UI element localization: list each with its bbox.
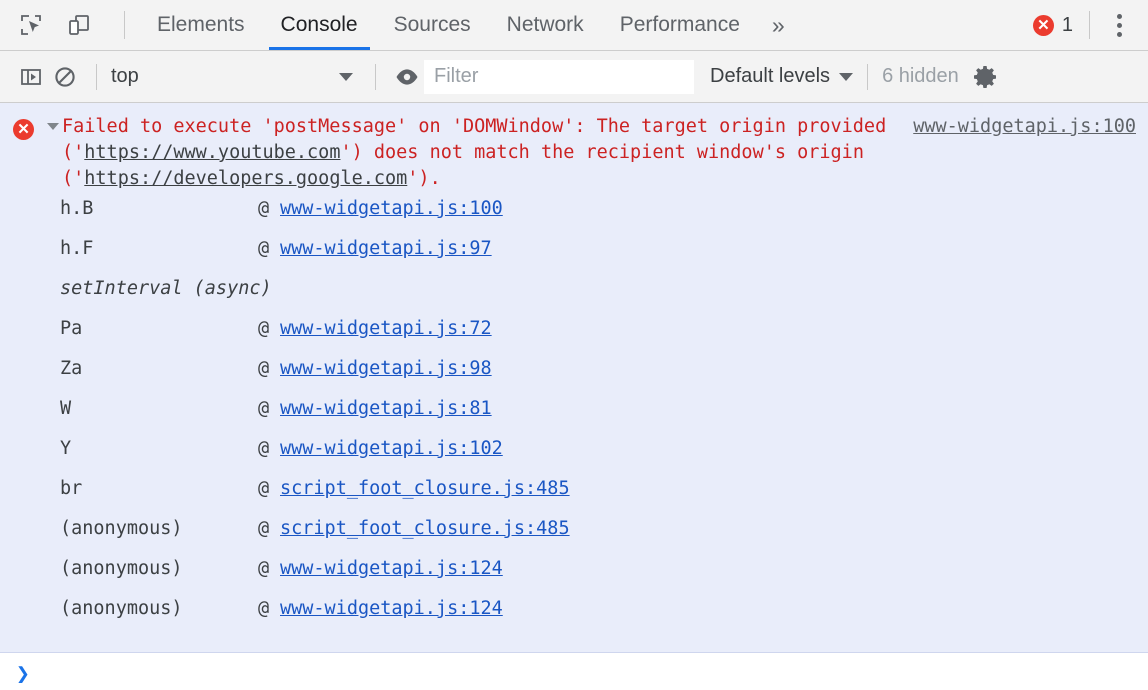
error-count-label: 1 [1061,13,1073,36]
stack-frame-function: W [60,398,72,419]
more-tabs-button[interactable]: » [758,0,799,50]
log-levels-label: Default levels [710,65,831,87]
console-toolbar: top Default levels 6 hidden [0,51,1148,103]
stack-frame-at-symbol: @ [258,478,270,499]
console-message-list[interactable]: ✕ www-widgetapi.js:100 Failed to execute… [0,103,1148,690]
console-error-message[interactable]: ✕ www-widgetapi.js:100 Failed to execute… [0,103,1148,653]
stack-frame-function: br [60,478,83,499]
stack-frame-source-link[interactable]: script_foot_closure.js:485 [280,478,570,499]
message-text-segment: ') does not match the recipient window's… [62,142,876,189]
more-vertical-icon[interactable] [1102,8,1136,42]
stack-frame: h.F @ www-widgetapi.js:97 [0,238,1148,278]
stack-frame: (anonymous) @ www-widgetapi.js:124 [0,558,1148,598]
chevron-down-icon [839,72,854,81]
devtools-tabbar: Elements Console Sources Network Perform… [0,0,1148,51]
stack-frame-at-symbol: @ [258,238,270,259]
stack-frame-source-link[interactable]: www-widgetapi.js:124 [280,558,503,579]
stack-frame-source-link[interactable]: www-widgetapi.js:100 [280,198,503,219]
stack-frame-source-link[interactable]: www-widgetapi.js:102 [280,438,503,459]
error-count-badge[interactable]: ✕ 1 [1032,13,1073,37]
tab-elements[interactable]: Elements [139,0,263,50]
expand-triangle-icon[interactable] [47,123,59,130]
tabbar-right-divider [1089,11,1090,39]
toolbar-divider-1 [96,63,97,90]
stack-frame-at-symbol: @ [258,358,270,379]
chevron-down-icon [339,72,353,81]
live-expression-eye-icon[interactable] [390,60,424,94]
toolbar-divider-3 [867,63,869,90]
stack-frame-source-link[interactable]: www-widgetapi.js:72 [280,318,492,339]
error-circle-icon: ✕ [13,119,34,140]
inline-url-link[interactable]: https://developers.google.com [84,168,408,189]
stack-frame: (anonymous) @ script_foot_closure.js:485 [0,518,1148,558]
log-levels-selector[interactable]: Default levels [710,65,854,88]
tab-performance-label: Performance [619,13,740,36]
tabbar-left-icons [0,0,139,50]
stack-frame-function: (anonymous) [60,598,183,619]
prompt-caret-icon: ❯ [16,660,30,687]
stack-frame-source-link[interactable]: www-widgetapi.js:81 [280,398,492,419]
stack-frame-function: h.F [60,238,94,259]
stack-frame: (anonymous) @ www-widgetapi.js:124 [0,598,1148,638]
stack-trace: h.B @ www-widgetapi.js:100 h.F @ www-widgetap… [0,198,1148,652]
console-prompt-row[interactable]: ❯ [0,653,1148,690]
message-text-segment: '). [407,168,441,189]
stack-frame-function: Za [60,358,83,379]
tabbar-right-group: ✕ 1 [1032,0,1148,50]
toolbar-divider-2 [375,63,376,90]
stack-frame: Pa @ www-widgetapi.js:72 [0,318,1148,358]
stack-frame-at-symbol: @ [258,318,270,339]
tab-console[interactable]: Console [263,0,376,50]
clear-console-icon[interactable] [48,60,82,94]
hidden-messages-count[interactable]: 6 hidden [882,65,959,87]
console-sidebar-icon[interactable] [14,60,48,94]
stack-frame-source-link[interactable]: script_foot_closure.js:485 [280,518,570,539]
stack-frame-function: (anonymous) [60,558,183,579]
stack-frame-at-symbol: @ [258,518,270,539]
tab-network[interactable]: Network [489,0,602,50]
stack-frame-function: Pa [60,318,83,339]
stack-frame-function: h.B [60,198,94,219]
tabbar-divider [124,11,125,39]
message-text-segment: Failed to execute 'postMessage' on 'DOMW… [62,116,898,163]
stack-frame-at-symbol: @ [258,598,270,619]
device-toolbar-icon[interactable] [62,8,96,42]
stack-frame: Y @ www-widgetapi.js:102 [0,438,1148,478]
gear-icon[interactable] [969,60,1003,94]
message-source-link[interactable]: www-widgetapi.js:100 [913,116,1136,137]
tab-elements-label: Elements [157,13,245,36]
stack-frame-at-symbol: @ [258,398,270,419]
stack-frame-function: (anonymous) [60,518,183,539]
stack-frame-source-link[interactable]: www-widgetapi.js:97 [280,238,492,259]
stack-frame: Za @ www-widgetapi.js:98 [0,358,1148,398]
tab-network-label: Network [506,13,584,36]
stack-frame-function: Y [60,438,72,459]
error-circle-icon: ✕ [1032,14,1054,36]
stack-frame-at-symbol: @ [258,438,270,459]
stack-frame-source-link[interactable]: www-widgetapi.js:98 [280,358,492,379]
stack-frame-source-link[interactable]: www-widgetapi.js:124 [280,598,503,619]
execution-context-selector[interactable]: top [111,65,361,88]
tab-console-label: Console [280,13,358,36]
tab-performance[interactable]: Performance [602,0,758,50]
stack-frame: setInterval (async) [0,278,1148,318]
stack-frame-at-symbol: @ [258,198,270,219]
filter-input[interactable] [424,59,694,94]
inspect-element-icon[interactable] [14,8,48,42]
tab-sources[interactable]: Sources [376,0,489,50]
stack-frame-at-symbol: @ [258,558,270,579]
panel-tabs: Elements Console Sources Network Perform… [139,0,799,50]
stack-frame-function: setInterval (async) [60,278,272,299]
tab-sources-label: Sources [393,13,471,36]
console-message-text: Failed to execute 'postMessage' on 'DOMW… [62,114,1136,192]
stack-frame: W @ www-widgetapi.js:81 [0,398,1148,438]
stack-frame: h.B @ www-widgetapi.js:100 [0,198,1148,238]
more-tabs-icon: » [771,11,785,38]
stack-frame: br @ script_foot_closure.js:485 [0,478,1148,518]
console-message-header[interactable]: ✕ www-widgetapi.js:100 Failed to execute… [0,103,1148,198]
execution-context-value: top [111,65,139,87]
inline-url-link[interactable]: https://www.youtube.com [84,142,341,163]
